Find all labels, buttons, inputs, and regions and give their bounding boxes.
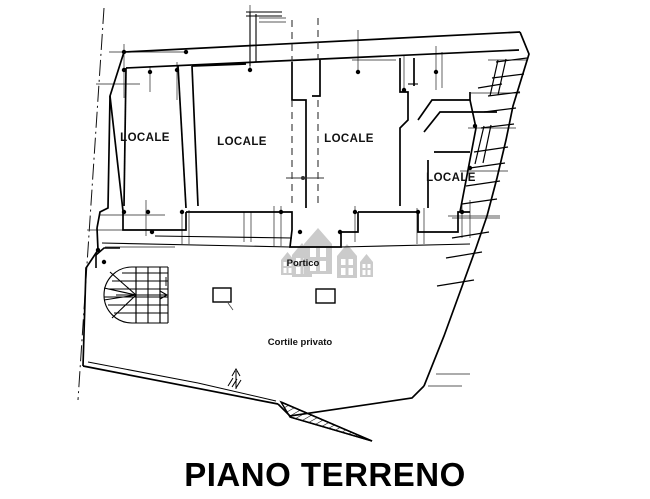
area-label-cortile-privato: Cortile privato [268, 337, 333, 348]
room-label-locale-3: LOCALE [324, 133, 374, 145]
dashed-partitions [291, 18, 319, 208]
courtyard-columns [212, 287, 336, 304]
dashed-partition-ticks [286, 175, 324, 181]
wall-node-marks [95, 49, 478, 265]
dimension-lines [87, 5, 527, 387]
curved-staircase [103, 266, 169, 324]
section-line [77, 7, 105, 401]
hatched-ramp [279, 400, 373, 442]
top-detail-marks [246, 11, 418, 85]
houses-watermark [281, 228, 373, 278]
interior-walls [109, 49, 520, 248]
area-label-portico: Portico [287, 258, 320, 269]
staircase-landing [95, 247, 120, 268]
facade-openings [436, 57, 528, 287]
room-label-locale-1: LOCALE [120, 132, 170, 144]
room-label-locale-2: LOCALE [217, 136, 267, 148]
column-tick [227, 302, 234, 311]
portico-edge [101, 235, 471, 248]
page-title: PIANO TERRENO [184, 456, 466, 493]
courtyard-gate [87, 361, 277, 402]
building-outline [82, 31, 530, 417]
room-label-locale-4: LOCALE [426, 172, 476, 184]
